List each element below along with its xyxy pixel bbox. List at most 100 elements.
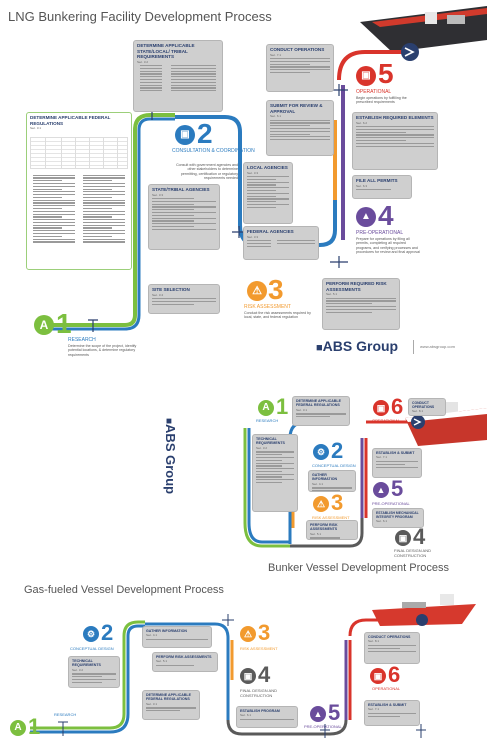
- step-5-number: 5: [391, 476, 404, 501]
- warning-icon: ⚠: [240, 626, 256, 642]
- box-section: Sec. 3.3: [247, 170, 259, 175]
- step-5-label: OPERATIONAL: [356, 89, 392, 95]
- box-title: ESTABLISH & SUBMIT: [376, 451, 415, 455]
- gather-information-box: GATHER INFORMATION Sec. 4.1: [308, 470, 356, 492]
- box-title: DETERMINE APPLICABLE FEDERAL REGULATIONS: [296, 399, 341, 408]
- gas-fueled-vessel-panel: Gas-fueled Vessel Development Process A …: [0, 580, 487, 750]
- box-section: Sec. 6.3: [356, 183, 368, 188]
- establish-submit-box: ESTABLISH & SUBMIT Sec. 7.1: [364, 700, 420, 726]
- step-1-number: 1: [28, 714, 41, 739]
- box-section: Sec. 8.1: [412, 409, 424, 414]
- step-5-number: 5: [378, 58, 394, 89]
- technical-requirements-box: TECHNICAL REQUIREMENTS Sec. 3.2: [252, 434, 298, 512]
- box-section: Sec. 5.1: [310, 531, 322, 536]
- step-6-number: 6: [391, 394, 404, 419]
- box-title: PERFORM RISK ASSESSMENTS: [310, 523, 338, 532]
- box-section: Sec. 3.1: [146, 701, 158, 706]
- step-1-label: RESEARCH: [256, 418, 279, 423]
- government-building-icon: ▣: [175, 125, 195, 145]
- step-2-number: 2: [331, 438, 344, 463]
- step-1-circle-icon: A: [34, 315, 54, 335]
- box-title: PERFORM REQUIRED RISK ASSESSMENTS: [326, 281, 387, 292]
- box-title: TECHNICAL REQUIREMENTS: [72, 659, 101, 668]
- step-4-description: Prepare for operations by filing all per…: [356, 237, 420, 254]
- establish-elements-box: ESTABLISH REQUIRED ELEMENTS Sec. 6.2: [352, 112, 438, 170]
- box-section: Sec. 6.1: [376, 519, 388, 524]
- box-section: Sec. 3.2: [72, 667, 84, 672]
- box-title: GATHER INFORMATION: [312, 473, 338, 482]
- website-url: www.absgroup.com: [420, 344, 455, 349]
- box-section: Sec. 3.4: [152, 292, 164, 297]
- box-section: Sec. 7.1: [270, 52, 282, 57]
- step-2-description: Consult with government agencies and oth…: [176, 163, 238, 180]
- box-title: SUBMIT FOR REVIEW & APPROVAL: [270, 103, 323, 114]
- step-3-description: Conduct the risk assessments required by…: [244, 311, 311, 320]
- step-1-number: 1: [276, 394, 289, 419]
- risk-assessments-box: PERFORM RISK ASSESSMENTS Sec. 5.1: [152, 652, 218, 672]
- box-section: Sec. 6.1: [240, 713, 252, 718]
- box-section: Sec. 3.3: [247, 234, 259, 239]
- box-title: DETERMINE APPLICABLE FEDERAL REGULATIONS: [146, 693, 191, 702]
- risk-assessments-box: PERFORM RISK ASSESSMENTS Sec. 5.1: [306, 520, 358, 540]
- construction-icon: ▣: [395, 530, 411, 546]
- hard-hat-icon: ▲: [356, 207, 376, 227]
- end-arrow-icon: [411, 415, 425, 429]
- abs-group-logo: ■ABS Group: [316, 338, 399, 354]
- conduct-operations-box: CONDUCT OPERATIONS Sec. 7.1: [266, 44, 334, 92]
- step-4-label: FINAL DESIGN AND CONSTRUCTION: [394, 548, 431, 558]
- end-arrow-icon: [416, 614, 428, 626]
- bunker-ship-icon: [405, 402, 487, 446]
- ship-icon: [360, 6, 487, 52]
- step-3-number: 3: [331, 490, 344, 515]
- process-path-svg: [30, 594, 476, 738]
- step-1-number: 1: [56, 308, 72, 339]
- step-3-label: RISK ASSESSMENT: [312, 515, 350, 520]
- submit-review-box: SUBMIT FOR REVIEW & APPROVAL Sec. 6.1: [266, 100, 334, 156]
- establish-submit-box: ESTABLISH & SUBMIT Sec. 7.1: [372, 448, 422, 478]
- step-4-number: 4: [378, 200, 394, 231]
- step-2-label: CONCEPTUAL DESIGN: [312, 463, 356, 468]
- bunker-vessel-panel: ■ABS Group A 1 RESEARCH DETERMINE APPLIC…: [0, 378, 487, 576]
- box-section: Sec. 8.1: [368, 639, 380, 644]
- gear-icon: ⚙: [313, 444, 329, 460]
- step-4-label: PRE-OPERATIONAL: [356, 230, 404, 236]
- box-section: Sec. 5.1: [326, 292, 338, 296]
- step-3-label: RISK ASSESSMENT: [240, 646, 278, 651]
- box-title: CONDUCT OPERATIONS: [412, 401, 435, 410]
- box-title: SITE SELECTION: [152, 287, 190, 292]
- process-path-svg: [40, 6, 487, 332]
- operations-icon: ▣: [356, 66, 376, 86]
- box-section: Sec. 3.3: [152, 192, 164, 197]
- box-title: ESTABLISH REQUIRED ELEMENTS: [356, 115, 434, 120]
- file-permits-box: FILE ALL PERMITS Sec. 6.3: [352, 175, 412, 199]
- site-selection-box: SITE SELECTION Sec. 3.4: [148, 284, 220, 314]
- federal-agencies-box: FEDERAL AGENCIES Sec. 3.3: [243, 226, 319, 260]
- step-5-label: PRE-OPERATIONAL: [304, 724, 342, 729]
- step-2-label: CONSULTATION & COORDINATION: [172, 148, 255, 154]
- establish-program-box: ESTABLISH PROGRAM Sec. 6.1: [236, 706, 298, 728]
- federal-regulations-box: DETERMINE APPLICABLE FEDERAL REGULATIONS…: [26, 112, 132, 270]
- step-5-description: Begin operations by fulfilling the presc…: [356, 96, 407, 105]
- federal-regulations-box: DETERMINE APPLICABLE FEDERAL REGULATIONS…: [142, 690, 200, 720]
- step-6-label: OPERATIONAL: [372, 686, 401, 691]
- local-agencies-box: LOCAL AGENCIES Sec. 3.3: [243, 162, 293, 224]
- step-6-label: OPERATIONAL: [372, 418, 401, 423]
- box-section: Sec. 4.1: [146, 633, 158, 638]
- box-section: Sec. 3.1: [30, 126, 42, 130]
- warning-icon: ⚠: [247, 281, 267, 301]
- step-1-circle-icon: A: [10, 720, 26, 736]
- construction-icon: ▣: [240, 668, 256, 684]
- abs-group-logo: ■ABS Group: [163, 418, 178, 495]
- panel-title: Gas-fueled Vessel Development Process: [24, 584, 224, 596]
- step-2-number: 2: [197, 118, 213, 149]
- box-section: Sec. 3.2: [256, 445, 268, 450]
- step-1-label: RESEARCH: [68, 337, 96, 343]
- risk-assessments-box: PERFORM REQUIRED RISK ASSESSMENTS Sec. 5…: [322, 278, 400, 330]
- mechanical-integrity-box: ESTABLISH MECHANICAL INTEGRITY PROGRAM S…: [372, 508, 424, 528]
- operations-icon: ▣: [373, 400, 389, 416]
- box-section: Sec. 3.2: [137, 59, 149, 64]
- gear-icon: ⚙: [83, 626, 99, 642]
- box-title: FILE ALL PERMITS: [356, 178, 398, 183]
- panel-title: Bunker Vessel Development Process: [268, 562, 449, 574]
- state-tribal-agencies-box: STATE/TRIBAL AGENCIES Sec. 3.3: [148, 184, 220, 250]
